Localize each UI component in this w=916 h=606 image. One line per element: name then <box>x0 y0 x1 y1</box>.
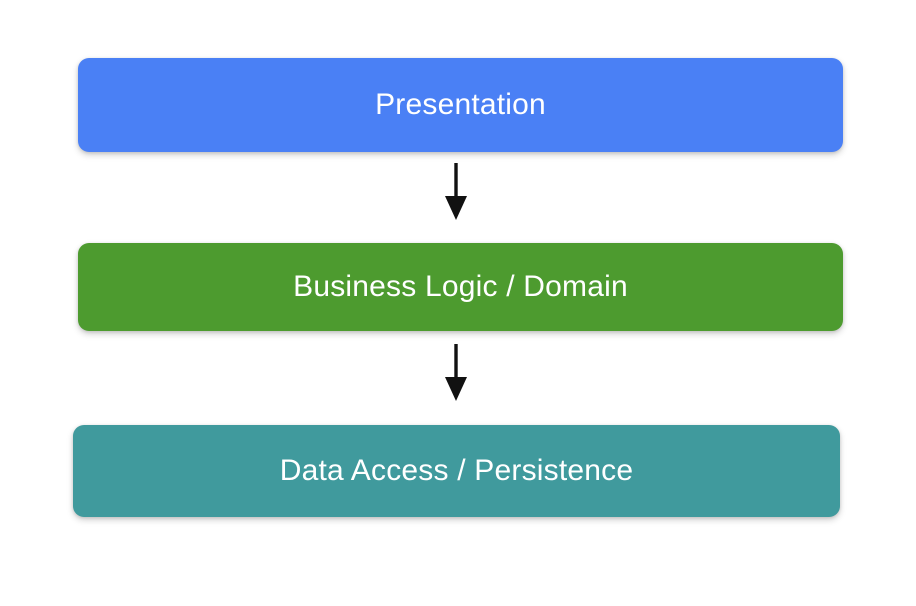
layer-box-presentation[interactable]: Presentation <box>78 58 843 152</box>
layer-box-business-logic[interactable]: Business Logic / Domain <box>78 243 843 331</box>
arrow-head <box>445 377 467 401</box>
layer-label-data-access: Data Access / Persistence <box>279 454 634 487</box>
layer-label-presentation: Presentation <box>375 88 546 121</box>
layer-box-data-access[interactable]: Data Access / Persistence <box>73 425 840 517</box>
arrow-head <box>445 196 467 220</box>
layer-label-business-logic: Business Logic / Domain <box>293 270 628 303</box>
